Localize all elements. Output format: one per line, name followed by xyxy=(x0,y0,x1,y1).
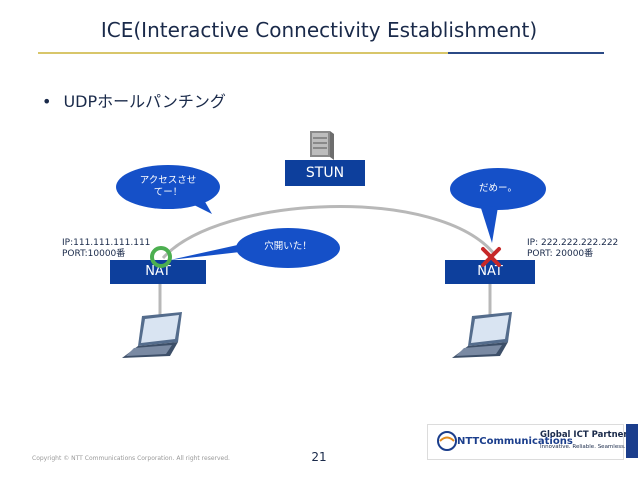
server-icon xyxy=(310,131,334,160)
bubble-access-text: アクセスさせ てー！ xyxy=(128,175,208,199)
bubble-no xyxy=(450,168,546,243)
laptop-icon xyxy=(452,312,512,358)
connection-arc xyxy=(161,205,497,260)
logo-tagline: Innovative. Reliable. Seamless. xyxy=(540,444,626,450)
left-ip: IP:111.111.111.111 xyxy=(62,238,151,248)
title-divider-gold xyxy=(38,52,448,54)
bullet-item: • UDPホールパンチング xyxy=(42,88,226,112)
stun-server-box: STUN xyxy=(285,160,365,186)
laptop-icon xyxy=(122,312,182,358)
page-number: 21 xyxy=(311,450,327,464)
logo-communications-text: Communications xyxy=(479,436,573,447)
copyright-notice: Copyright © NTT Communications Corporati… xyxy=(32,455,230,462)
right-endpoint-address: IP: 222.222.222.222 PORT: 20000番 xyxy=(527,238,618,260)
right-port: PORT: 20000番 xyxy=(527,249,594,259)
slide-title: ICE(Interactive Connectivity Establishme… xyxy=(100,18,538,42)
bubble-no-text: だめー。 xyxy=(479,183,517,194)
logo-ntt-text: NTT xyxy=(457,436,480,447)
blocked-x-icon xyxy=(481,247,501,267)
bubble-hole-text: 穴開いた！ xyxy=(264,241,312,252)
title-divider-navy xyxy=(448,52,604,54)
company-logo-panel xyxy=(427,424,624,460)
nat-right-box: NAT xyxy=(445,260,535,284)
global-ict-partner-text: Global ICT Partner xyxy=(540,430,628,440)
ntt-logo-icon xyxy=(437,431,457,451)
bubble-access-line2: てー！ xyxy=(153,187,183,198)
bubble-access xyxy=(116,165,220,214)
left-port: PORT:10000番 xyxy=(62,249,126,259)
bullet-marker: • xyxy=(42,92,52,111)
bubble-hole xyxy=(170,228,340,268)
ntt-communications-logo: NTTCommunications xyxy=(457,436,573,447)
nat-left-box: NAT xyxy=(110,260,206,284)
bullet-text: UDPホールパンチング xyxy=(63,92,226,111)
right-ip: IP: 222.222.222.222 xyxy=(527,238,619,248)
left-endpoint-address: IP:111.111.111.111 PORT:10000番 xyxy=(62,238,150,260)
success-ring-icon xyxy=(150,246,172,268)
logo-edge-accent xyxy=(626,424,638,458)
bubble-access-line1: アクセスさせ xyxy=(139,175,197,186)
